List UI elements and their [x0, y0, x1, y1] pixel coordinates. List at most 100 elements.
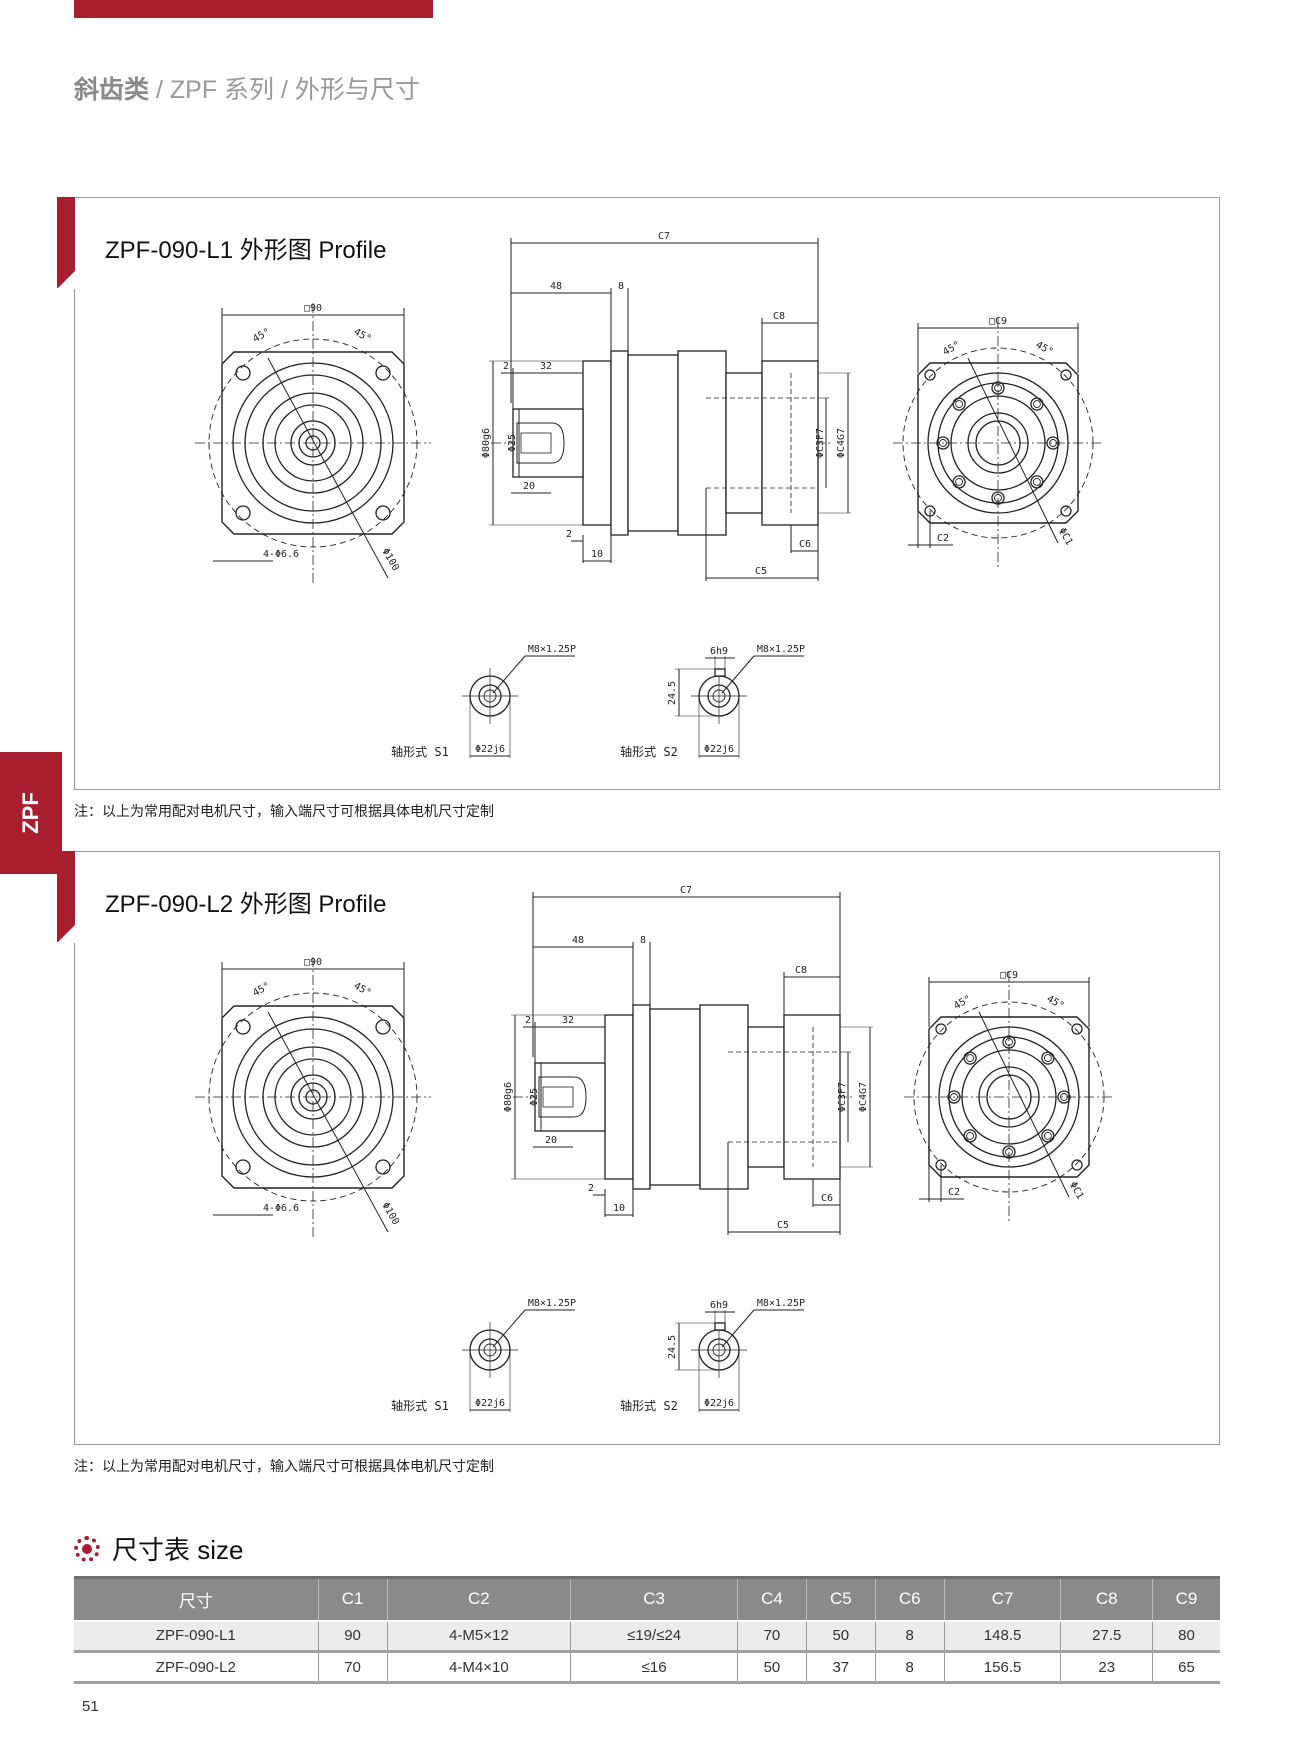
- circle-outline: [1049, 439, 1057, 447]
- circle-outline: [1030, 475, 1044, 489]
- dimension-label-d8: 8: [640, 935, 646, 946]
- dimension-label-d10: 10: [613, 1203, 625, 1214]
- dimension-label-m8a: M8×1.25P: [528, 644, 576, 655]
- circle-outline: [290, 420, 336, 466]
- circle-outline: [305, 435, 321, 451]
- dimension-label-d25: Φ25: [529, 1088, 540, 1106]
- circle-outline: [938, 1026, 1080, 1168]
- dimension-label-c1: ΦC1: [1067, 1180, 1086, 1201]
- circle-outline: [235, 365, 251, 381]
- dimension-label-s1: 轴形式 S1: [391, 1398, 449, 1413]
- dimension-label-c7: C7: [680, 885, 692, 896]
- table-cell: ≤16: [570, 1651, 738, 1684]
- dimension-label-d22a: Φ22j6: [475, 1398, 505, 1409]
- dimension-label-b45r: 45°: [1034, 340, 1055, 359]
- dimension-label-d48: 48: [550, 281, 562, 292]
- flange-outline: [928, 1016, 1090, 1178]
- header-cell: C6: [874, 1576, 945, 1621]
- size-heading-label: 尺寸表 size: [112, 1535, 244, 1565]
- thread-outline: [520, 432, 552, 454]
- dimension-label-c4: ΦC4G7: [858, 1082, 869, 1112]
- circle-outline: [948, 1036, 1070, 1158]
- dimension-label-h245: 24.5: [667, 681, 678, 705]
- circle-outline: [262, 392, 364, 494]
- circle-outline: [298, 1082, 328, 1112]
- dimension-label-s2: 轴形式 S2: [620, 744, 678, 759]
- table-cell: 4-M4×10: [386, 1651, 571, 1684]
- body-outline: [761, 360, 819, 526]
- circle-outline: [950, 395, 1046, 491]
- header-cell: C1: [317, 1576, 388, 1621]
- dimension-label-d2a: 2: [525, 1015, 531, 1026]
- header-cell: C5: [805, 1576, 876, 1621]
- body-outline: [677, 350, 727, 536]
- circle-outline: [913, 1001, 1105, 1193]
- dimension-label-a45l: 45°: [251, 327, 272, 346]
- circle-outline: [975, 420, 1021, 466]
- dimension-label-a45l: 45°: [251, 981, 272, 1000]
- circle-outline: [939, 439, 947, 447]
- body-outline: [783, 1014, 841, 1180]
- circle-outline: [232, 1016, 394, 1178]
- circle-outline: [1071, 1159, 1083, 1171]
- circle-outline: [712, 689, 726, 703]
- table-cell: 50: [805, 1619, 876, 1653]
- circle-outline: [1002, 1035, 1016, 1049]
- circle-outline: [235, 1159, 251, 1175]
- dimension-label-c3: ΦC3F7: [815, 428, 826, 458]
- flange-outline: [221, 1005, 405, 1189]
- drawing-line: [492, 1309, 526, 1348]
- dimension-label-b45l: 45°: [952, 994, 973, 1013]
- header-cell: C8: [1060, 1576, 1153, 1621]
- circle-outline: [208, 338, 418, 548]
- circle-outline: [375, 505, 391, 521]
- dimension-label-c9: □C9: [1000, 970, 1018, 981]
- drawing-line: [267, 1011, 389, 1233]
- circle-outline: [1032, 477, 1041, 486]
- dimension-label-holes: 4-Φ6.6: [263, 1203, 299, 1214]
- dimension-label-d20: 20: [523, 481, 535, 492]
- table-cell: 8: [874, 1619, 945, 1653]
- size-table: 尺寸 C1 C2 C3 C4 C5 C6 C7 C8 C9 ZPF-090-L1…: [74, 1576, 1220, 1684]
- circle-outline: [986, 1074, 1032, 1120]
- body-outline: [604, 1014, 634, 1180]
- tapped-hole: [538, 1076, 587, 1118]
- dimension-label-d25: Φ25: [507, 434, 518, 452]
- breadcrumb-sep: /: [155, 76, 163, 104]
- header-cell: C2: [386, 1576, 571, 1621]
- dimension-label-d22b: Φ22j6: [704, 744, 734, 755]
- dimension-label-d2a: 2: [503, 361, 509, 372]
- circle-outline: [478, 684, 502, 708]
- breadcrumb-page: 外形与尺寸: [294, 76, 420, 104]
- drawing-line: [492, 655, 526, 694]
- circle-outline: [978, 1066, 1040, 1128]
- body-outline: [582, 360, 612, 526]
- dimension-label-c5: C5: [755, 566, 767, 577]
- dimension-label-d32: 32: [562, 1015, 574, 1026]
- circle-outline: [483, 1343, 497, 1357]
- dimension-label-m8a: M8×1.25P: [528, 1298, 576, 1309]
- dimension-label-c7: C7: [658, 231, 670, 242]
- table-cell: ZPF-090-L1: [74, 1619, 319, 1653]
- circle-outline: [305, 1089, 321, 1105]
- circle-outline: [955, 400, 964, 409]
- dimension-label-d22a: Φ22j6: [475, 744, 505, 755]
- dimension-label-c3: ΦC3F7: [837, 1082, 848, 1112]
- body-outline: [534, 1062, 606, 1132]
- dimension-label-c6: C6: [821, 1193, 833, 1204]
- dimension-label-s1: 轴形式 S1: [391, 744, 449, 759]
- dimension-label-b45l: 45°: [941, 340, 962, 359]
- panel-title: ZPF-090-L2 外形图 Profile: [105, 891, 387, 918]
- dimension-label-a45r: 45°: [352, 327, 373, 346]
- table-cell: 23: [1060, 1651, 1153, 1684]
- circle-outline: [1030, 397, 1044, 411]
- circle-outline: [927, 372, 1069, 514]
- circle-outline: [952, 475, 966, 489]
- circle-outline: [963, 1051, 977, 1065]
- drawing-line: [967, 357, 1059, 544]
- dimension-label-h245: 24.5: [667, 1335, 678, 1359]
- header-cell: 尺寸: [74, 1576, 319, 1621]
- dimension-label-m8b: M8×1.25P: [757, 1298, 805, 1309]
